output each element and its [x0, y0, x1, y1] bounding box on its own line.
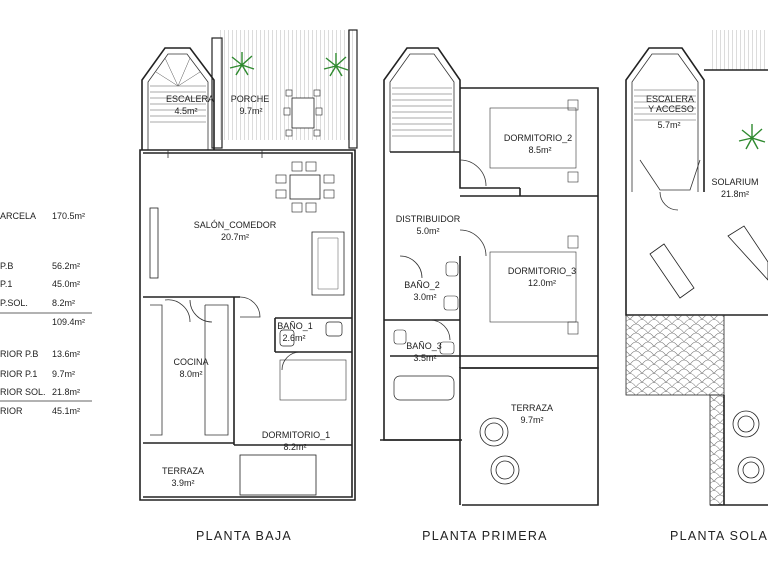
legend-label-8: RIOR: [0, 406, 23, 416]
room-area-escalera: 4.5m²: [174, 106, 197, 116]
room-area-dormitorio-3: 12.0m²: [528, 278, 556, 288]
room-area-salon-comedor: 20.7m²: [221, 232, 249, 242]
dining-table: [275, 161, 335, 213]
room-area-terraza: 3.9m²: [171, 478, 194, 488]
plan-title-primera: PLANTA PRIMERA: [422, 529, 548, 543]
room-area-bano-1: 2.6m²: [282, 333, 305, 343]
stair-treads: [150, 57, 206, 123]
plan-title-solarium: PLANTA SOLARIUM: [670, 529, 768, 543]
legend-value-4: 109.4m²: [52, 317, 85, 327]
plan-planta-primera: DORMITORIO_2 8.5m² DISTRIBUIDOR 5.0m² DO…: [380, 47, 599, 543]
tv-cabinet: [149, 207, 159, 279]
room-label-bano-3: BAÑO_3: [406, 341, 442, 351]
room-label-dormitorio-1: DORMITORIO_1: [262, 430, 330, 440]
room-label-salon-comedor: SALÓN_COMEDOR: [194, 220, 277, 230]
room-area-dormitorio-1: 8.2m²: [283, 442, 306, 452]
legend-label-7: RIOR SOL.: [0, 387, 46, 397]
legend-label-3: P.SOL.: [0, 298, 28, 308]
bathtub-icon: [393, 375, 455, 401]
legend-label-5: RIOR P.B: [0, 349, 38, 359]
legend-value-1: 56.2m²: [52, 261, 80, 271]
legend-label-6: RIOR P.1: [0, 369, 37, 379]
legend-value-3: 8.2m²: [52, 298, 75, 308]
porch-dining-table: [283, 89, 323, 137]
legend-label-0: ARCELA: [0, 211, 36, 221]
palm-plant-icon: [738, 124, 766, 150]
room-area-bano-2: 3.0m²: [413, 292, 436, 302]
plan-planta-solarium: ESCALERA Y ACCESO 5.7m² SOLARIUM 21.8m² …: [625, 30, 768, 543]
room-area-terraza-p1: 9.7m²: [520, 415, 543, 425]
room-label-bano-1: BAÑO_1: [277, 321, 313, 331]
porch-deck: [218, 30, 354, 140]
room-label-cocina: COCINA: [173, 357, 208, 367]
legend-value-8: 45.1m²: [52, 406, 80, 416]
room-label-solarium: SOLARIUM: [711, 177, 758, 187]
room-label-dormitorio-2: DORMITORIO_2: [504, 133, 572, 143]
legend-value-2: 45.0m²: [52, 279, 80, 289]
room-area-cocina: 8.0m²: [179, 369, 202, 379]
room-label-escalera: ESCALERA: [166, 94, 214, 104]
bed: [239, 454, 317, 496]
legend-label-1: P.B: [0, 261, 13, 271]
room-area-bano-3: 3.5m²: [413, 353, 436, 363]
room-label-escalera-sol: ESCALERA: [646, 94, 694, 104]
room-label-escalera-sol-2: Y ACCESO: [648, 104, 694, 114]
legend-value-6: 9.7m²: [52, 369, 75, 379]
room-area-dormitorio-2: 8.5m²: [528, 145, 551, 155]
legend-value-5: 13.6m²: [52, 349, 80, 359]
round-chair-icon: [479, 417, 520, 485]
room-area-solarium: 21.8m²: [721, 189, 749, 199]
room-label-distribuidor: DISTRIBUIDOR: [396, 214, 461, 224]
plan-title-baja: PLANTA BAJA: [196, 529, 292, 543]
room-area-escalera-sol: 5.7m²: [657, 120, 680, 130]
legend-value-7: 21.8m²: [52, 387, 80, 397]
room-label-bano-2: BAÑO_2: [404, 280, 440, 290]
room-label-terraza-p1: TERRAZA: [511, 403, 553, 413]
palm-plant-icon: [229, 52, 349, 77]
sofa: [311, 231, 345, 296]
legend-label-2: P.1: [0, 279, 12, 289]
room-label-terraza: TERRAZA: [162, 466, 204, 476]
legend-value-0: 170.5m²: [52, 211, 85, 221]
area-legend: ARCELA 170.5m² P.B 56.2m² P.1 45.0m² P.S…: [0, 211, 92, 416]
round-chair-icon: [732, 410, 765, 484]
room-label-dormitorio-3: DORMITORIO_3: [508, 266, 576, 276]
roof-tiles: [625, 314, 725, 396]
sun-lounger-icon: [649, 225, 768, 299]
plan-planta-baja: ESCALERA 4.5m² PORCHE 9.7m² SALÓN_COMEDO…: [139, 29, 358, 543]
room-area-porche: 9.7m²: [239, 106, 262, 116]
room-area-distribuidor: 5.0m²: [416, 226, 439, 236]
room-label-porche: PORCHE: [231, 94, 270, 104]
